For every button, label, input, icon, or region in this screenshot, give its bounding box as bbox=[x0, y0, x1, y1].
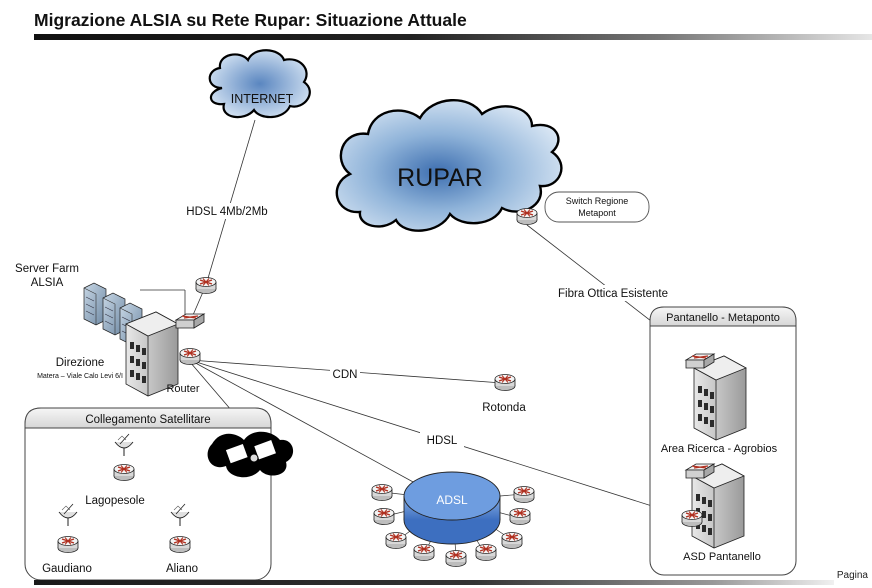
direzione-address: Matera – Viale Calo Levi 6/I bbox=[37, 373, 123, 380]
rotonda-label: Rotonda bbox=[482, 402, 526, 414]
asd-pantanello-label: ASD Pantanello bbox=[683, 551, 761, 563]
link-label-cdn: CDN bbox=[333, 369, 358, 381]
satellite-icon bbox=[207, 431, 294, 478]
page-title: Migrazione ALSIA su Rete Rupar: Situazio… bbox=[34, 10, 467, 30]
direzione-switch bbox=[175, 313, 205, 329]
direzione-label: Direzione bbox=[56, 357, 105, 369]
title-underline bbox=[34, 34, 872, 40]
rupar-label: RUPAR bbox=[397, 164, 483, 192]
link-adsl bbox=[189, 359, 416, 484]
internet-router bbox=[195, 276, 217, 295]
satellite-group-title: Collegamento Satellitare bbox=[85, 414, 210, 426]
adsl-hub bbox=[403, 471, 501, 545]
switch-regione-line1: Switch Regione bbox=[566, 196, 629, 206]
switch-regione-line2: Metapont bbox=[578, 208, 616, 218]
link-label-hdsl-internet: HDSL 4Mb/2Mb bbox=[186, 206, 267, 218]
link-label-fibra: Fibra Ottica Esistente bbox=[558, 288, 668, 300]
page-label: Pagina bbox=[836, 570, 868, 581]
aliano-label: Aliano bbox=[166, 563, 198, 575]
adsl-label: ADSL bbox=[436, 493, 468, 507]
rupar-router bbox=[516, 207, 538, 226]
direzione-router bbox=[179, 347, 201, 366]
link-label-hdsl: HDSL bbox=[427, 435, 458, 447]
link-internet-router bbox=[205, 119, 256, 286]
pantanello-group-title: Pantanello - Metaponto bbox=[666, 312, 780, 324]
internet-cloud bbox=[208, 49, 311, 119]
area-ricerca-building bbox=[685, 353, 747, 441]
area-ricerca-label: Area Ricerca - Agrobios bbox=[661, 443, 778, 455]
lagopesole-label: Lagopesole bbox=[85, 495, 144, 507]
switch-regione-callout bbox=[544, 191, 650, 223]
satellite-group bbox=[24, 407, 272, 581]
rupar-cloud bbox=[335, 99, 563, 232]
internet-label: INTERNET bbox=[231, 92, 294, 106]
router-label: Router bbox=[166, 383, 199, 395]
server-farm-label-line2: ALSIA bbox=[31, 277, 64, 289]
server-farm-label-line1: Server Farm bbox=[15, 263, 79, 275]
gaudiano-label: Gaudiano bbox=[42, 563, 92, 575]
pantanello-group bbox=[649, 306, 797, 576]
rotonda-router bbox=[494, 373, 516, 392]
footer-bar bbox=[34, 580, 834, 585]
